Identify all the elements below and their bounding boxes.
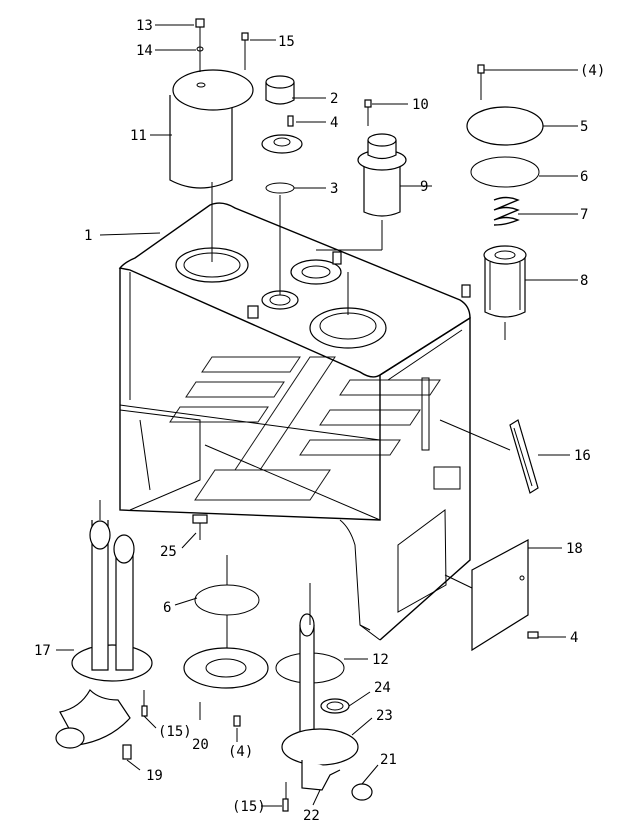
callout-4-bottom: 4 bbox=[570, 630, 578, 646]
gasket-6-top bbox=[470, 156, 540, 188]
bolt-19 bbox=[122, 744, 132, 760]
cover-5 bbox=[466, 64, 544, 146]
callout-22: 22 bbox=[303, 808, 320, 824]
level-gauge-16 bbox=[509, 419, 539, 494]
callout-6-top: 6 bbox=[580, 169, 588, 185]
suction-pipe-17 bbox=[55, 520, 153, 749]
callout-15-paren-bottom: (15) bbox=[232, 799, 266, 815]
callout-13: 13 bbox=[136, 18, 153, 34]
callout-12: 12 bbox=[372, 652, 389, 668]
screw-15 bbox=[241, 32, 249, 70]
callout-15: 15 bbox=[278, 34, 295, 50]
o-ring-3 bbox=[265, 182, 295, 194]
seal-24 bbox=[320, 698, 350, 714]
callout-19: 19 bbox=[146, 768, 163, 784]
bolt-13 bbox=[195, 18, 205, 72]
washer-14 bbox=[196, 46, 204, 52]
plate-20 bbox=[183, 647, 269, 727]
callout-24: 24 bbox=[374, 680, 391, 696]
callout-8: 8 bbox=[580, 273, 588, 289]
callout-5: 5 bbox=[580, 119, 588, 135]
screw-15-left bbox=[141, 690, 148, 717]
callout-2: 2 bbox=[330, 91, 338, 107]
callout-1: 1 bbox=[84, 228, 92, 244]
callout-11: 11 bbox=[130, 128, 147, 144]
callout-23: 23 bbox=[376, 708, 393, 724]
plug-21 bbox=[351, 783, 373, 801]
callout-labels: 13 14 15 11 2 4 3 10 9 (4) 5 6 7 8 1 16 … bbox=[34, 18, 605, 824]
callout-20: 20 bbox=[192, 737, 209, 753]
callout-25: 25 bbox=[160, 544, 177, 560]
callout-9: 9 bbox=[420, 179, 428, 195]
breather-cylinder-11 bbox=[169, 69, 254, 189]
callout-4-top: 4 bbox=[330, 115, 338, 131]
callout-7: 7 bbox=[580, 207, 588, 223]
callout-10: 10 bbox=[412, 97, 429, 113]
callout-21: 21 bbox=[380, 752, 397, 768]
callout-4-paren-bottom: (4) bbox=[228, 744, 253, 760]
watermark-logo bbox=[169, 356, 441, 501]
callout-17: 17 bbox=[34, 643, 51, 659]
leader-lines bbox=[56, 24, 578, 807]
callout-6-bottom: 6 bbox=[163, 600, 171, 616]
screw-10 bbox=[364, 99, 372, 126]
callout-14: 14 bbox=[136, 43, 153, 59]
callout-4-paren-top: (4) bbox=[580, 63, 605, 79]
screw-15-bottom bbox=[282, 782, 289, 812]
spring-7 bbox=[493, 196, 520, 226]
gasket-6-bottom bbox=[194, 584, 260, 616]
callout-15-paren-left: (15) bbox=[158, 724, 192, 740]
drain-body-23 bbox=[281, 613, 359, 791]
filler-cap-2 bbox=[265, 75, 295, 105]
bolt-25 bbox=[192, 514, 208, 540]
cover-plate-18 bbox=[471, 538, 539, 652]
callout-18: 18 bbox=[566, 541, 583, 557]
callout-16: 16 bbox=[574, 448, 591, 464]
filter-element-8 bbox=[483, 245, 527, 318]
filter-9 bbox=[357, 133, 407, 217]
flange-4 bbox=[261, 115, 303, 154]
callout-3: 3 bbox=[330, 181, 338, 197]
